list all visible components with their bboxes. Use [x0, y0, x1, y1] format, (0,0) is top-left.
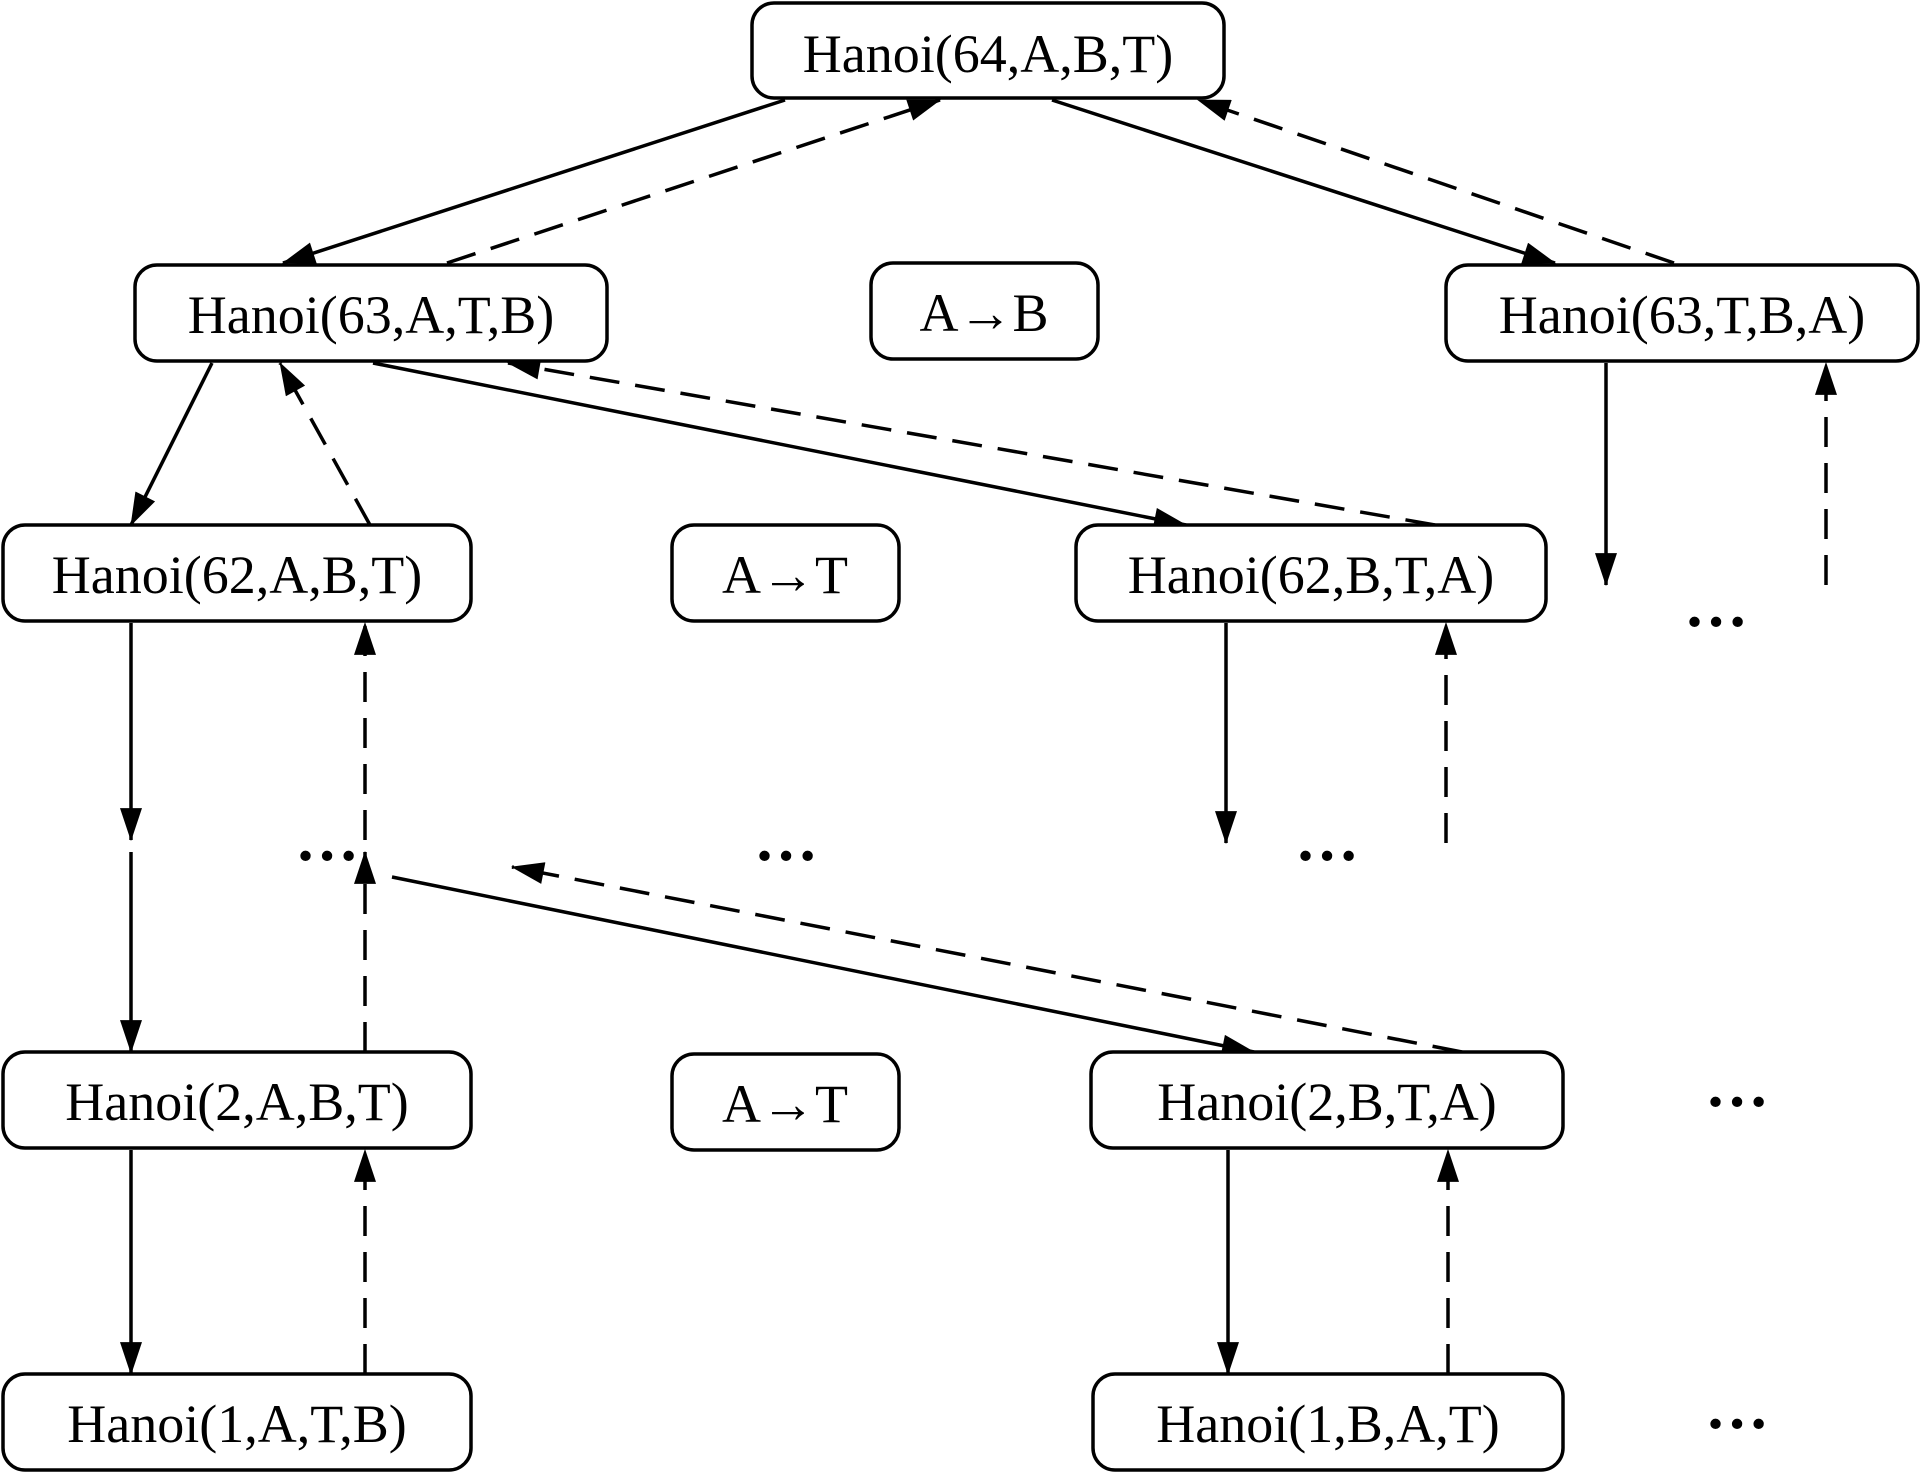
call-edge-64-to-63-ATB: [281, 98, 786, 265]
node-label: Hanoi(63,T,B,A): [1499, 285, 1865, 345]
node-label: Hanoi(63,A,T,B): [188, 285, 554, 345]
node-label: Hanoi(64,A,B,T): [803, 24, 1173, 84]
node-hanoi-63-TBA: Hanoi(63,T,B,A): [1444, 263, 1920, 363]
node-label: A→T: [722, 1074, 848, 1134]
ellipsis-middle-moves: …: [754, 803, 818, 874]
node-label: Hanoi(62,B,T,A): [1128, 545, 1494, 605]
node-hanoi-2-ABT: Hanoi(2,A,B,T): [1, 1050, 473, 1150]
node-hanoi-2-BTA: Hanoi(2,B,T,A): [1089, 1050, 1565, 1150]
ellipsis-2-BTA-siblings: …: [1705, 1049, 1769, 1120]
node-hanoi-1-ATB: Hanoi(1,A,T,B): [1, 1372, 473, 1472]
ellipsis-1-BAT-siblings: …: [1705, 1371, 1769, 1442]
node-label: Hanoi(2,A,B,T): [65, 1072, 408, 1132]
node-label: Hanoi(62,A,B,T): [52, 545, 422, 605]
return-edge-from-2-BTA: [510, 862, 1463, 1054]
ellipses: … … … … … …: [295, 569, 1769, 1442]
ellipsis-left-branch: …: [295, 803, 359, 874]
call-edge-to-2-BTA: [391, 875, 1256, 1057]
node-hanoi-62-ABT: Hanoi(62,A,B,T): [1, 523, 473, 623]
call-edge-63-ATB-to-62-ABT: [129, 362, 214, 526]
return-edge-62-BTA-to-63-ATB: [506, 357, 1436, 527]
ellipsis-62-BTA-subtree: …: [1295, 803, 1359, 874]
return-edge-63-ATB-to-64: [446, 98, 942, 265]
edges: [120, 98, 1837, 1376]
node-hanoi-63-ATB: Hanoi(63,A,T,B): [133, 263, 609, 363]
ellipsis-63-TBA-subtree: …: [1684, 569, 1748, 640]
node-label: A→T: [722, 545, 848, 605]
node-label: Hanoi(2,B,T,A): [1157, 1072, 1496, 1132]
node-move-A-to-B: A→B: [869, 261, 1100, 361]
node-label: Hanoi(1,A,T,B): [67, 1394, 406, 1454]
node-hanoi-1-BAT: Hanoi(1,B,A,T): [1091, 1372, 1565, 1472]
return-edge-62-ABT-to-63-ATB: [278, 362, 372, 526]
node-move-A-to-T-1: A→T: [670, 523, 901, 623]
return-edge-63-TBA-to-64: [1196, 98, 1675, 265]
node-hanoi-64-ABT: Hanoi(64,A,B,T): [750, 1, 1226, 100]
node-move-A-to-T-2: A→T: [670, 1052, 901, 1152]
node-hanoi-62-BTA: Hanoi(62,B,T,A): [1074, 523, 1548, 623]
node-label: Hanoi(1,B,A,T): [1156, 1394, 1499, 1454]
node-label: A→B: [919, 283, 1048, 343]
call-edge-64-to-63-TBA: [1051, 98, 1557, 265]
call-edge-63-ATB-to-62-BTA: [372, 361, 1188, 530]
